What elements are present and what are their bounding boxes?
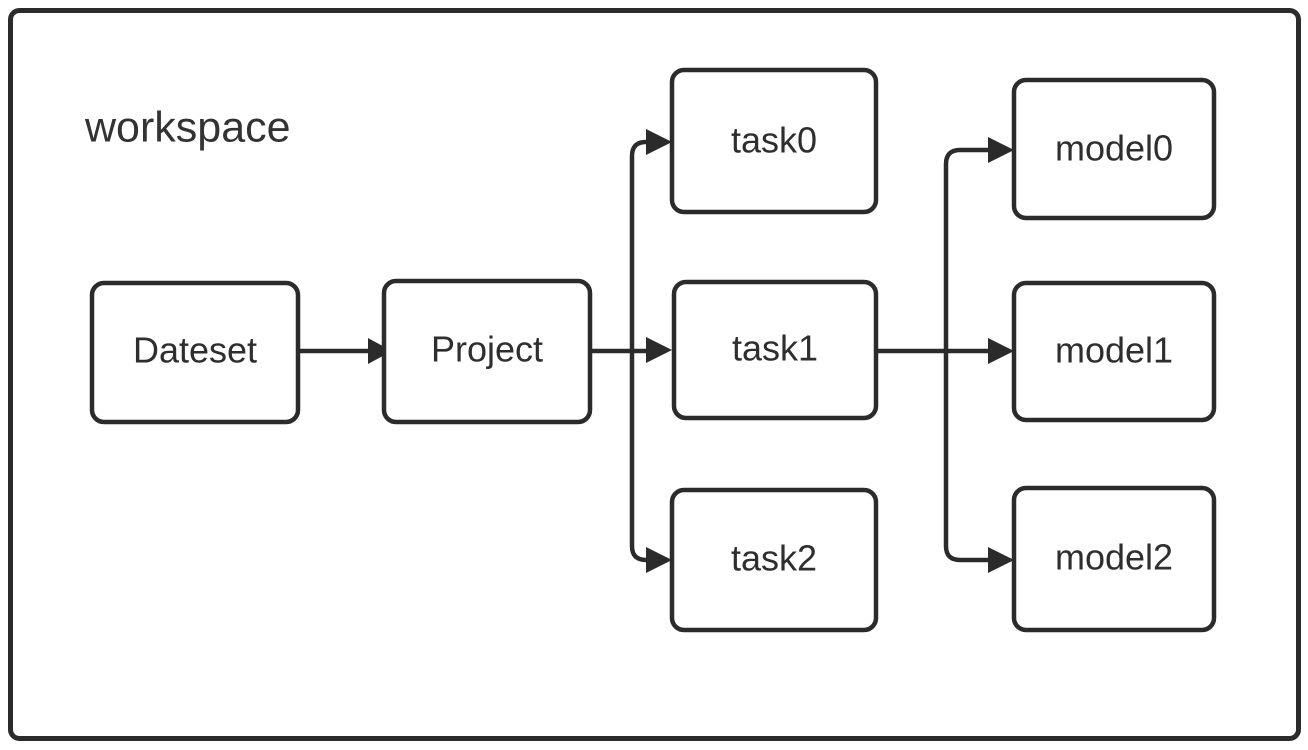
node-task2-box[interactable]: [669, 487, 879, 633]
arrow-head-icon: [988, 338, 1014, 364]
arrow-head-icon: [988, 137, 1014, 163]
edge-task1-to-model1: [876, 338, 1014, 364]
node-dateset-box[interactable]: [89, 280, 301, 425]
edge-project-to-task1: [590, 337, 672, 363]
node-task0-box[interactable]: [669, 67, 879, 215]
node-model2[interactable]: model2: [1011, 485, 1217, 633]
node-dateset-label: Dateset: [133, 330, 257, 371]
node-model0-box[interactable]: [1011, 77, 1217, 221]
node-project-box[interactable]: [381, 278, 593, 425]
node-project[interactable]: Project: [381, 278, 593, 425]
node-task1[interactable]: task1: [671, 279, 879, 421]
node-task1-label: task1: [732, 328, 818, 369]
edge-project-to-task2: [629, 545, 672, 573]
node-model2-label: model2: [1055, 537, 1173, 578]
workspace-container: [8, 8, 1301, 741]
node-model0-label: model0: [1055, 128, 1173, 169]
arrow-head-icon: [646, 337, 672, 363]
node-task2-label: task2: [731, 538, 817, 579]
node-task1-box[interactable]: [671, 279, 879, 421]
arrow-head-icon: [988, 547, 1014, 573]
node-model2-box[interactable]: [1011, 485, 1217, 633]
node-task0-label: task0: [731, 120, 817, 161]
node-model1-label: model1: [1055, 330, 1173, 371]
arrow-head-icon: [368, 338, 392, 364]
arrow-head-icon: [646, 129, 672, 155]
node-dateset[interactable]: Dateset: [89, 280, 301, 425]
node-task2[interactable]: task2: [669, 487, 879, 633]
node-model1-box[interactable]: [1011, 280, 1217, 423]
edge-task1-to-model0: [943, 137, 1014, 165]
edge-project-to-task0: [629, 129, 672, 157]
arrow-head-icon: [646, 547, 672, 573]
edge-dateset-to-project: [298, 338, 392, 364]
node-model1[interactable]: model1: [1011, 280, 1217, 423]
workspace-title: workspace: [84, 103, 291, 151]
node-project-label: Project: [431, 329, 543, 370]
node-task0[interactable]: task0: [669, 67, 879, 215]
node-model0[interactable]: model0: [1011, 77, 1217, 221]
edge-task1-to-model2: [943, 545, 1014, 573]
